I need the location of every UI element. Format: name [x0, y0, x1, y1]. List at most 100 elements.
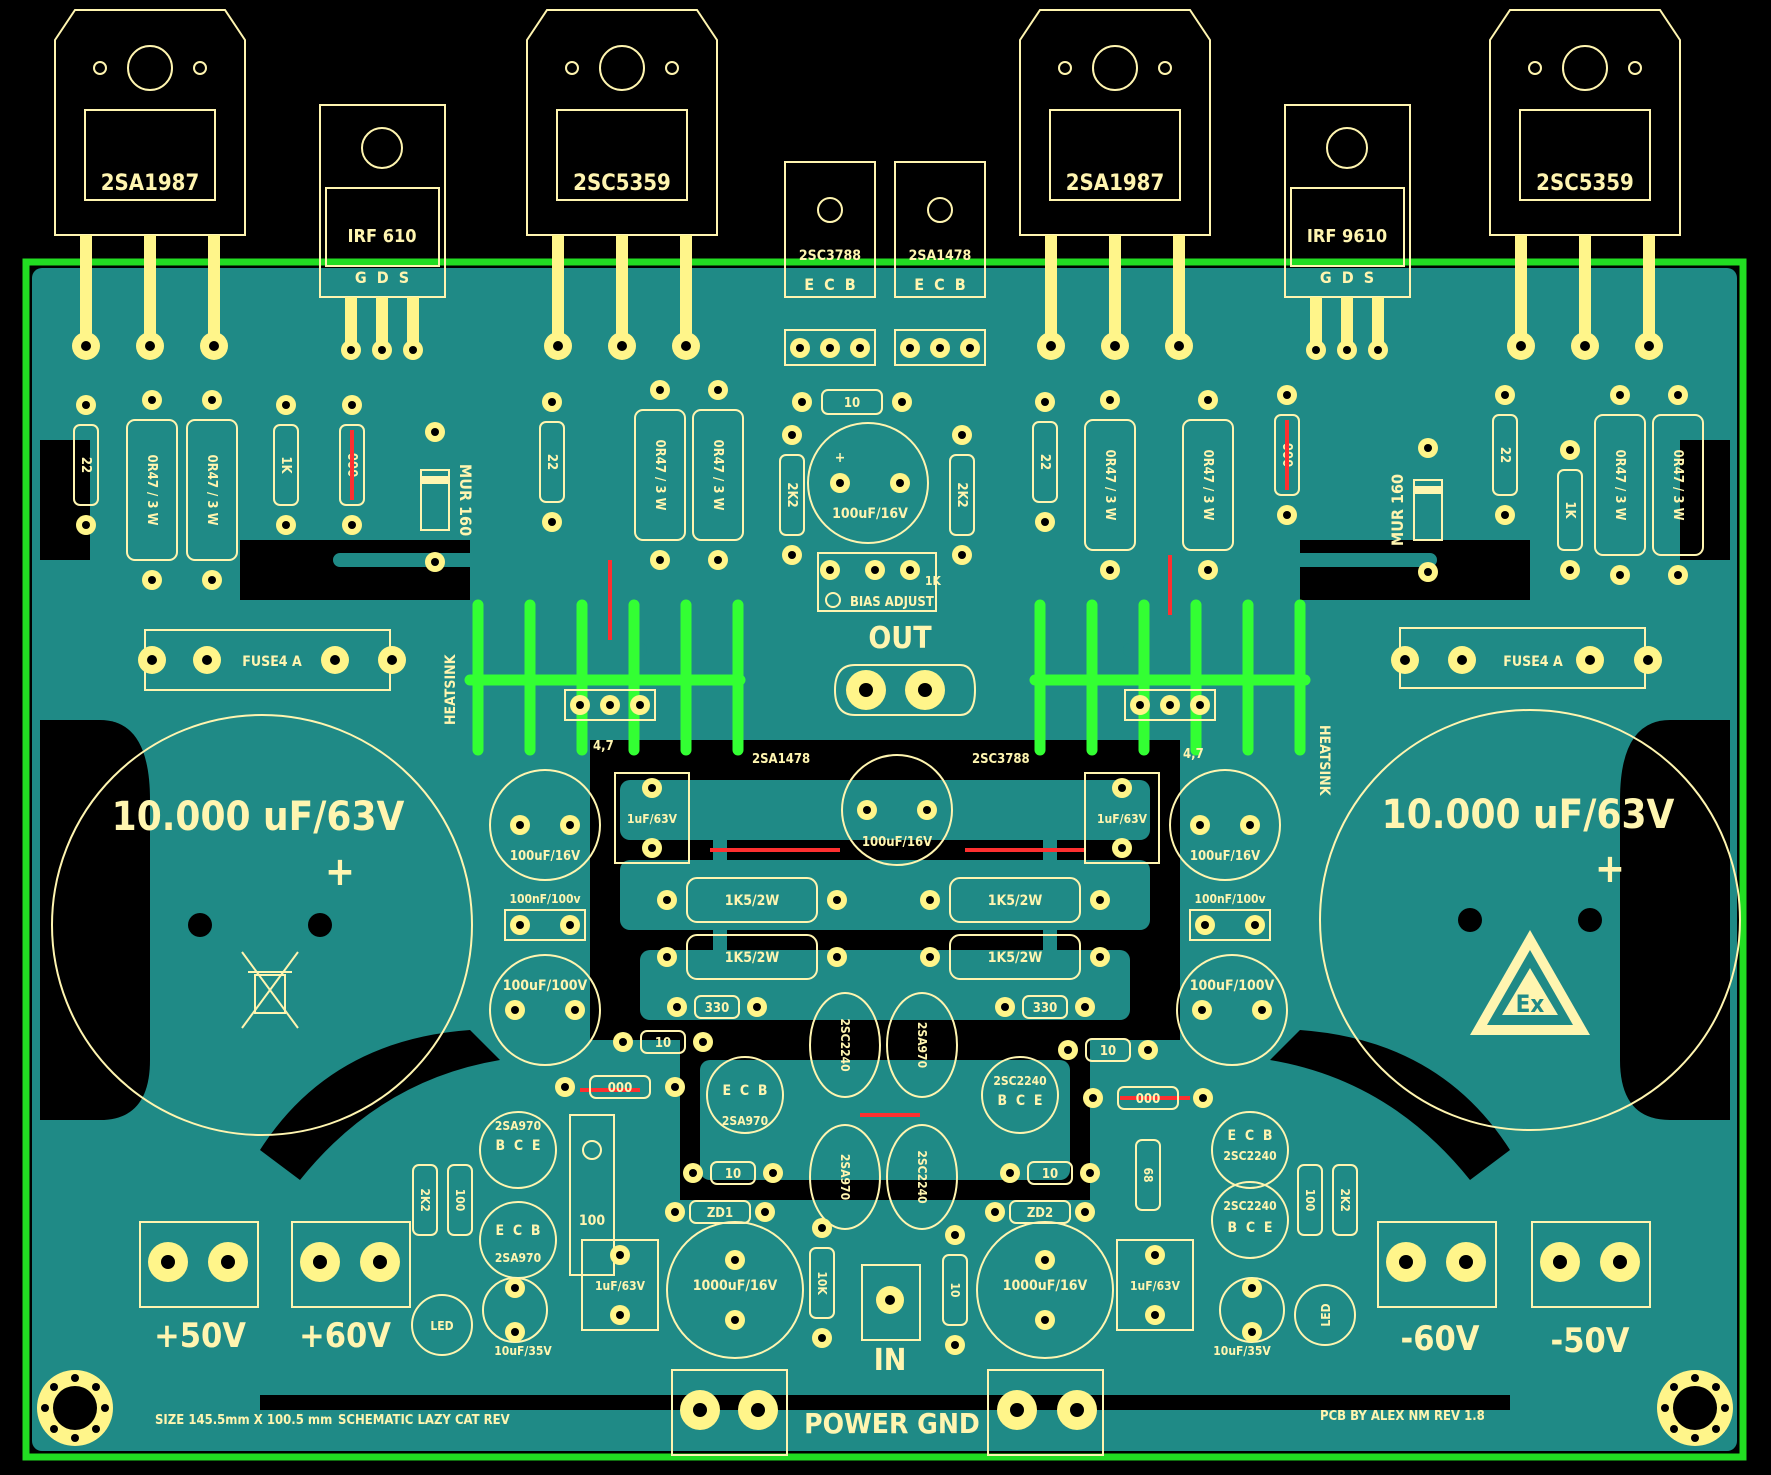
- svg-text:ZD1: ZD1: [707, 1206, 733, 1221]
- svg-text:1K: 1K: [278, 456, 293, 474]
- supply-label: +50V: [154, 1316, 246, 1356]
- svg-text:MUR 160: MUR 160: [456, 464, 475, 536]
- supply-label: -60V: [1401, 1319, 1480, 1359]
- svg-text:1000uF/16V: 1000uF/16V: [1003, 1278, 1088, 1294]
- svg-text:1uF/63V: 1uF/63V: [595, 1279, 646, 1293]
- svg-text:+: +: [325, 849, 355, 895]
- svg-text:2SC2240: 2SC2240: [1223, 1149, 1276, 1163]
- small-resistors-upper: 22 1K 000 22 22 000 22 1K 2K2 2K2 10: [73, 385, 1583, 580]
- svg-text:100uF/16V: 100uF/16V: [510, 849, 580, 864]
- board-outline: [22, 258, 1747, 1461]
- mounting-hole-left: [37, 1370, 113, 1446]
- sink-transistor-right: 2SC3788 4,7: [972, 689, 1216, 767]
- power-gnd-label: POWER GND: [804, 1407, 980, 1440]
- power-resistors-mid: 1K5/2W 1K5/2W 1K5/2W 1K5/2W 330 330 10 1…: [555, 877, 1213, 1185]
- svg-text:10: 10: [725, 1167, 741, 1182]
- svg-text:1uF/63V: 1uF/63V: [627, 812, 678, 826]
- mosfet-irf610: IRF 610 G D S: [319, 104, 446, 360]
- supply-terminal-plus50[interactable]: +50V: [139, 1221, 259, 1356]
- svg-text:22: 22: [78, 457, 93, 473]
- recycle-bin-icon: [241, 951, 299, 1029]
- mosfet-irf9610: IRF 9610 G D S: [1284, 104, 1411, 360]
- svg-text:B C E: B C E: [496, 1138, 541, 1154]
- svg-text:E C B: E C B: [496, 1223, 541, 1239]
- svg-text:10.000 uF/63V: 10.000 uF/63V: [1382, 792, 1675, 838]
- heatsink-right: [1029, 599, 1311, 756]
- supply-terminal-plus60[interactable]: +60V: [291, 1221, 411, 1356]
- svg-text:1000uF/16V: 1000uF/16V: [693, 1278, 778, 1294]
- svg-text:2SA970: 2SA970: [495, 1251, 541, 1265]
- svg-text:1K5/2W: 1K5/2W: [725, 950, 780, 966]
- svg-text:000: 000: [608, 1081, 632, 1096]
- power-transistor-label: 2SC5359: [1536, 171, 1634, 196]
- driver-transistor-2sa1478: 2SA1478 E C B: [894, 161, 986, 366]
- bias-label: BIAS ADJUST: [850, 595, 934, 610]
- svg-text:2SA970: 2SA970: [915, 1022, 929, 1068]
- svg-text:LED: LED: [430, 1319, 453, 1333]
- power-transistor-label: 2SC5359: [573, 171, 671, 196]
- emitter-resistors: 0R47 / 3 W 0R47 / 3 W 0R47 / 3 W 0R47 / …: [126, 380, 1704, 590]
- bias-value: 1K: [925, 574, 942, 588]
- svg-text:100uF/100V: 100uF/100V: [1190, 978, 1275, 994]
- svg-text:100uF/16V: 100uF/16V: [1190, 849, 1260, 864]
- svg-text:10K: 10K: [815, 1271, 829, 1295]
- supply-terminal-minus60[interactable]: -60V: [1377, 1221, 1497, 1359]
- fuse-right: FUSE4 A: [1391, 627, 1662, 689]
- svg-text:000: 000: [1136, 1092, 1160, 1107]
- svg-text:10.000 uF/63V: 10.000 uF/63V: [112, 794, 405, 840]
- board-size-text: SIZE 145.5mm X 100.5 mm: [155, 1413, 332, 1428]
- explosion-proof-icon: Ex: [1470, 930, 1590, 1035]
- svg-text:100: 100: [579, 1213, 606, 1229]
- supply-label: +60V: [299, 1316, 391, 1356]
- mosfet-pins: G D S: [1320, 268, 1374, 287]
- svg-text:330: 330: [1033, 1001, 1057, 1016]
- out-label: OUT: [868, 621, 932, 656]
- driver-label: 2SC3788: [799, 248, 861, 264]
- svg-text:100: 100: [453, 1189, 467, 1212]
- mosfet-label: IRF 9610: [1307, 226, 1387, 247]
- svg-text:1uF/63V: 1uF/63V: [1130, 1279, 1181, 1293]
- in-connector[interactable]: [861, 1264, 921, 1341]
- power-gnd-terminal-right[interactable]: [987, 1369, 1104, 1456]
- bias-trimmer[interactable]: 1K BIAS ADJUST: [817, 552, 942, 612]
- svg-text:0R47 / 3 W: 0R47 / 3 W: [144, 455, 159, 526]
- svg-text:100uF/100V: 100uF/100V: [503, 978, 588, 994]
- mid-capacitors: 100uF/16V 100uF/16V 100uF/16V 100uF/100V…: [489, 754, 1288, 1066]
- svg-text:22: 22: [544, 454, 559, 470]
- svg-text:0R47 / 3 W: 0R47 / 3 W: [1612, 450, 1627, 521]
- diode-mur160-right: MUR 160: [1388, 438, 1443, 582]
- svg-text:0R47 / 3 W: 0R47 / 3 W: [710, 440, 725, 511]
- svg-text:22: 22: [1037, 454, 1052, 470]
- svg-text:1K5/2W: 1K5/2W: [988, 950, 1043, 966]
- svg-text:2K2: 2K2: [418, 1188, 432, 1211]
- sink-transistor-left: 2SA1478 4,7: [564, 689, 810, 767]
- svg-text:1K5/2W: 1K5/2W: [988, 893, 1043, 909]
- svg-text:2SA970: 2SA970: [838, 1154, 852, 1200]
- mounting-hole-right: [1657, 1370, 1733, 1446]
- svg-text:1K: 1K: [1562, 501, 1577, 519]
- out-terminal[interactable]: [833, 664, 977, 716]
- signal-transistors: 2SC2240 2SA970 2SA970 2SC2240 E C B2SA97…: [479, 992, 1289, 1279]
- svg-text:+: +: [1595, 846, 1625, 892]
- svg-text:4,7: 4,7: [1183, 747, 1204, 762]
- svg-text:2SA970: 2SA970: [495, 1119, 541, 1133]
- svg-text:10: 10: [1100, 1044, 1116, 1059]
- svg-text:10uF/35V: 10uF/35V: [1213, 1344, 1271, 1358]
- svg-text:10: 10: [655, 1036, 671, 1051]
- svg-text:2K2: 2K2: [954, 482, 969, 507]
- power-transistor-label: 2SA1987: [1066, 171, 1164, 196]
- power-gnd-terminal-left[interactable]: [671, 1369, 788, 1456]
- svg-text:2SC3788: 2SC3788: [972, 752, 1030, 767]
- supply-terminal-minus50[interactable]: -50V: [1531, 1221, 1651, 1361]
- svg-text:B C E: B C E: [998, 1093, 1043, 1109]
- svg-text:0R47 / 3 W: 0R47 / 3 W: [652, 440, 667, 511]
- lower-components: 100 2K2 100 100 2K2 68 10K 10 ZD1 ZD2 10…: [411, 1114, 1358, 1359]
- power-transistor-4: 2SC5359: [1489, 9, 1681, 360]
- driver-pins: E C B: [804, 275, 855, 294]
- main-capacitor-left: 10.000 uF/63V +: [51, 714, 473, 1136]
- power-transistor-3: 2SA1987: [1019, 9, 1211, 360]
- driver-label: 2SA1478: [909, 248, 972, 264]
- svg-text:22: 22: [1497, 447, 1512, 463]
- svg-text:MUR 160: MUR 160: [1388, 474, 1407, 546]
- jumpers: [350, 420, 1289, 1117]
